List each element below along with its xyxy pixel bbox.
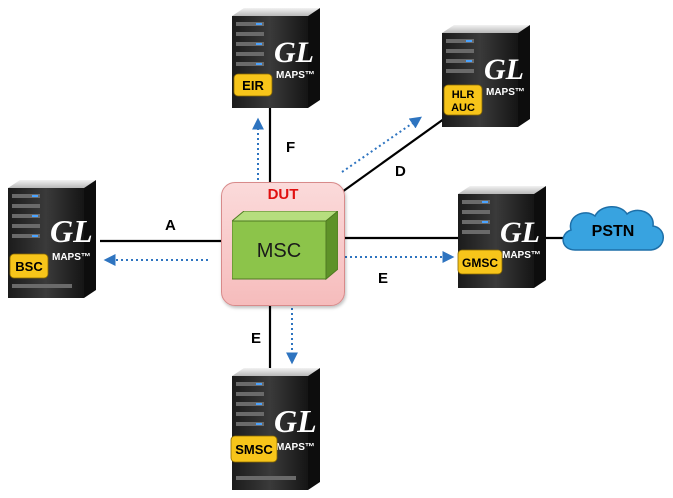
server-icon: GL MAPS™ HLR AUC — [442, 25, 530, 127]
connection-lines — [100, 108, 566, 368]
flow-arrows — [103, 116, 455, 365]
svg-text:GL: GL — [484, 53, 524, 86]
interface-label-a: A — [165, 217, 176, 234]
server-icon: GL MAPS™ BSC — [8, 180, 96, 298]
product-name: MAPS™ — [276, 442, 315, 453]
server-hlr-auc: GL MAPS™ HLR AUC — [436, 25, 536, 129]
server-badge-label: BSC — [15, 259, 43, 274]
svg-text:GL: GL — [274, 403, 317, 439]
server-badge-line1: HLR — [452, 89, 475, 101]
server-gmsc: GL MAPS™ GMSC — [452, 186, 552, 290]
svg-text:GL: GL — [274, 36, 314, 69]
server-badge-label: SMSC — [235, 442, 273, 457]
svg-text:GL: GL — [500, 216, 540, 249]
server-badge-label: GMSC — [462, 256, 498, 270]
product-name: MAPS™ — [52, 252, 91, 263]
interface-label-d: D — [395, 163, 406, 180]
interface-label-f: F — [286, 139, 296, 156]
server-smsc: GL MAPS™ SMSC — [226, 368, 326, 492]
svg-text:GL: GL — [50, 213, 93, 249]
product-name: MAPS™ — [486, 87, 525, 98]
pstn-label: PSTN — [592, 223, 635, 240]
dut-box: DUT MSC — [221, 182, 345, 306]
server-icon: GL MAPS™ GMSC — [457, 186, 546, 288]
link-hlr-dut — [341, 115, 449, 193]
server-bsc: GL MAPS™ BSC — [2, 180, 102, 300]
pstn-cloud: PSTN — [562, 206, 664, 251]
server-badge-label: EIR — [242, 78, 264, 93]
msc-label: MSC — [257, 240, 301, 262]
server-badge-line2: AUC — [451, 102, 475, 114]
product-name: MAPS™ — [276, 70, 315, 81]
product-name: MAPS™ — [502, 250, 541, 261]
server-icon: GL MAPS™ EIR — [232, 8, 320, 108]
server-icon: GL MAPS™ SMSC — [230, 368, 320, 490]
interface-label-e-bottom: E — [251, 330, 262, 347]
interface-label-e-right: E — [378, 270, 389, 287]
msc-cube: MSC — [232, 211, 338, 281]
server-eir: GL MAPS™ EIR — [226, 8, 326, 110]
flow-arrow-to-hlr — [341, 116, 422, 173]
dut-title: DUT — [267, 186, 299, 203]
